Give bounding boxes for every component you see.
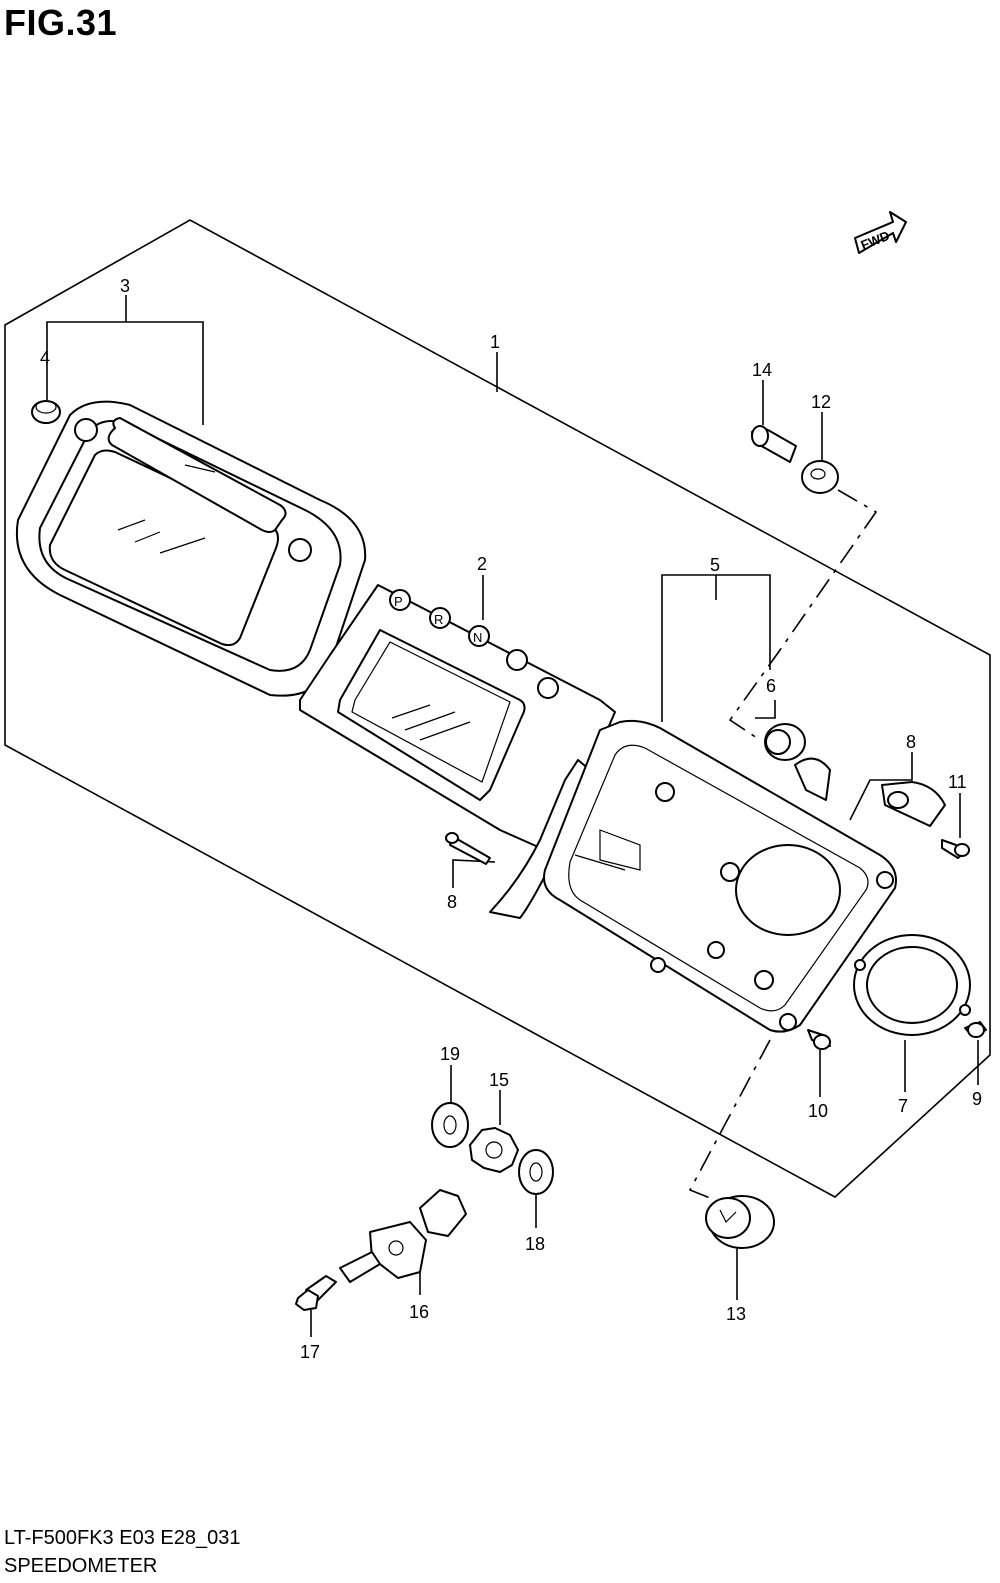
model-code: LT-F500FK3 E03 E28_031: [4, 1527, 241, 1549]
leader-13-dashed: [688, 1039, 771, 1201]
washer-18: [518, 1149, 554, 1195]
figure-title: FIG.31: [4, 2, 118, 43]
callout-19: 19: [440, 1044, 460, 1064]
fwd-arrow-icon: FWD: [854, 211, 907, 254]
indicator-temp-icon: [537, 677, 559, 699]
indicator-r-label: R: [434, 612, 443, 627]
indicator-p-label: P: [394, 594, 403, 609]
callout-2: 2: [477, 554, 487, 574]
leader-8-right: [849, 752, 913, 821]
bolt-17: [295, 1275, 337, 1311]
gasket-ring: [853, 934, 971, 1036]
leader-12-dashed: [728, 489, 878, 741]
callout-14: 14: [752, 360, 772, 380]
callout-1: 1: [490, 332, 500, 352]
callout-3: 3: [120, 276, 130, 296]
screw-10: [807, 1029, 831, 1050]
screw-11: [941, 839, 970, 859]
callout-15: 15: [489, 1070, 509, 1090]
callout-7: 7: [898, 1096, 908, 1116]
leader-6: [755, 700, 776, 719]
callout-17: 17: [300, 1342, 320, 1362]
callout-8-left: 8: [447, 892, 457, 912]
grommet: [764, 723, 806, 761]
callout-4: 4: [40, 348, 50, 368]
callout-11: 11: [948, 772, 967, 792]
meter-panel: P R N: [299, 584, 616, 851]
callout-6: 6: [766, 676, 776, 696]
callout-9: 9: [972, 1089, 982, 1109]
indicator-r: [429, 607, 451, 629]
indicator-n: [468, 625, 490, 647]
bolt-14: [751, 425, 797, 463]
speed-sensor: [339, 1189, 467, 1283]
section-name: SPEEDOMETER: [4, 1555, 158, 1577]
grommet-13: [705, 1195, 775, 1249]
leader-3: [46, 321, 204, 425]
rubber-cap: [31, 400, 61, 424]
screw-9: [964, 1021, 987, 1038]
screw-8: [445, 832, 491, 865]
leader-8-left: [452, 859, 496, 888]
wire-harness: [489, 759, 591, 919]
meter-case: [543, 719, 897, 1033]
meter-cover: [15, 400, 367, 697]
gear-15: [469, 1127, 519, 1173]
callout-12: 12: [811, 392, 831, 412]
clamp-8: [881, 781, 946, 827]
indicator-p: [389, 589, 411, 611]
callout-18: 18: [525, 1234, 545, 1254]
assembly-outline: [4, 219, 991, 1198]
washer-12: [801, 460, 839, 494]
washer-19: [431, 1102, 469, 1148]
callout-13: 13: [726, 1304, 746, 1324]
callout-8-right: 8: [906, 732, 916, 752]
callout-10: 10: [808, 1101, 828, 1121]
callout-16: 16: [409, 1302, 429, 1322]
fwd-label: FWD: [859, 228, 892, 253]
indicator-lamp-icon: [506, 649, 528, 671]
indicator-n-label: N: [473, 630, 482, 645]
callout-5: 5: [710, 555, 720, 575]
